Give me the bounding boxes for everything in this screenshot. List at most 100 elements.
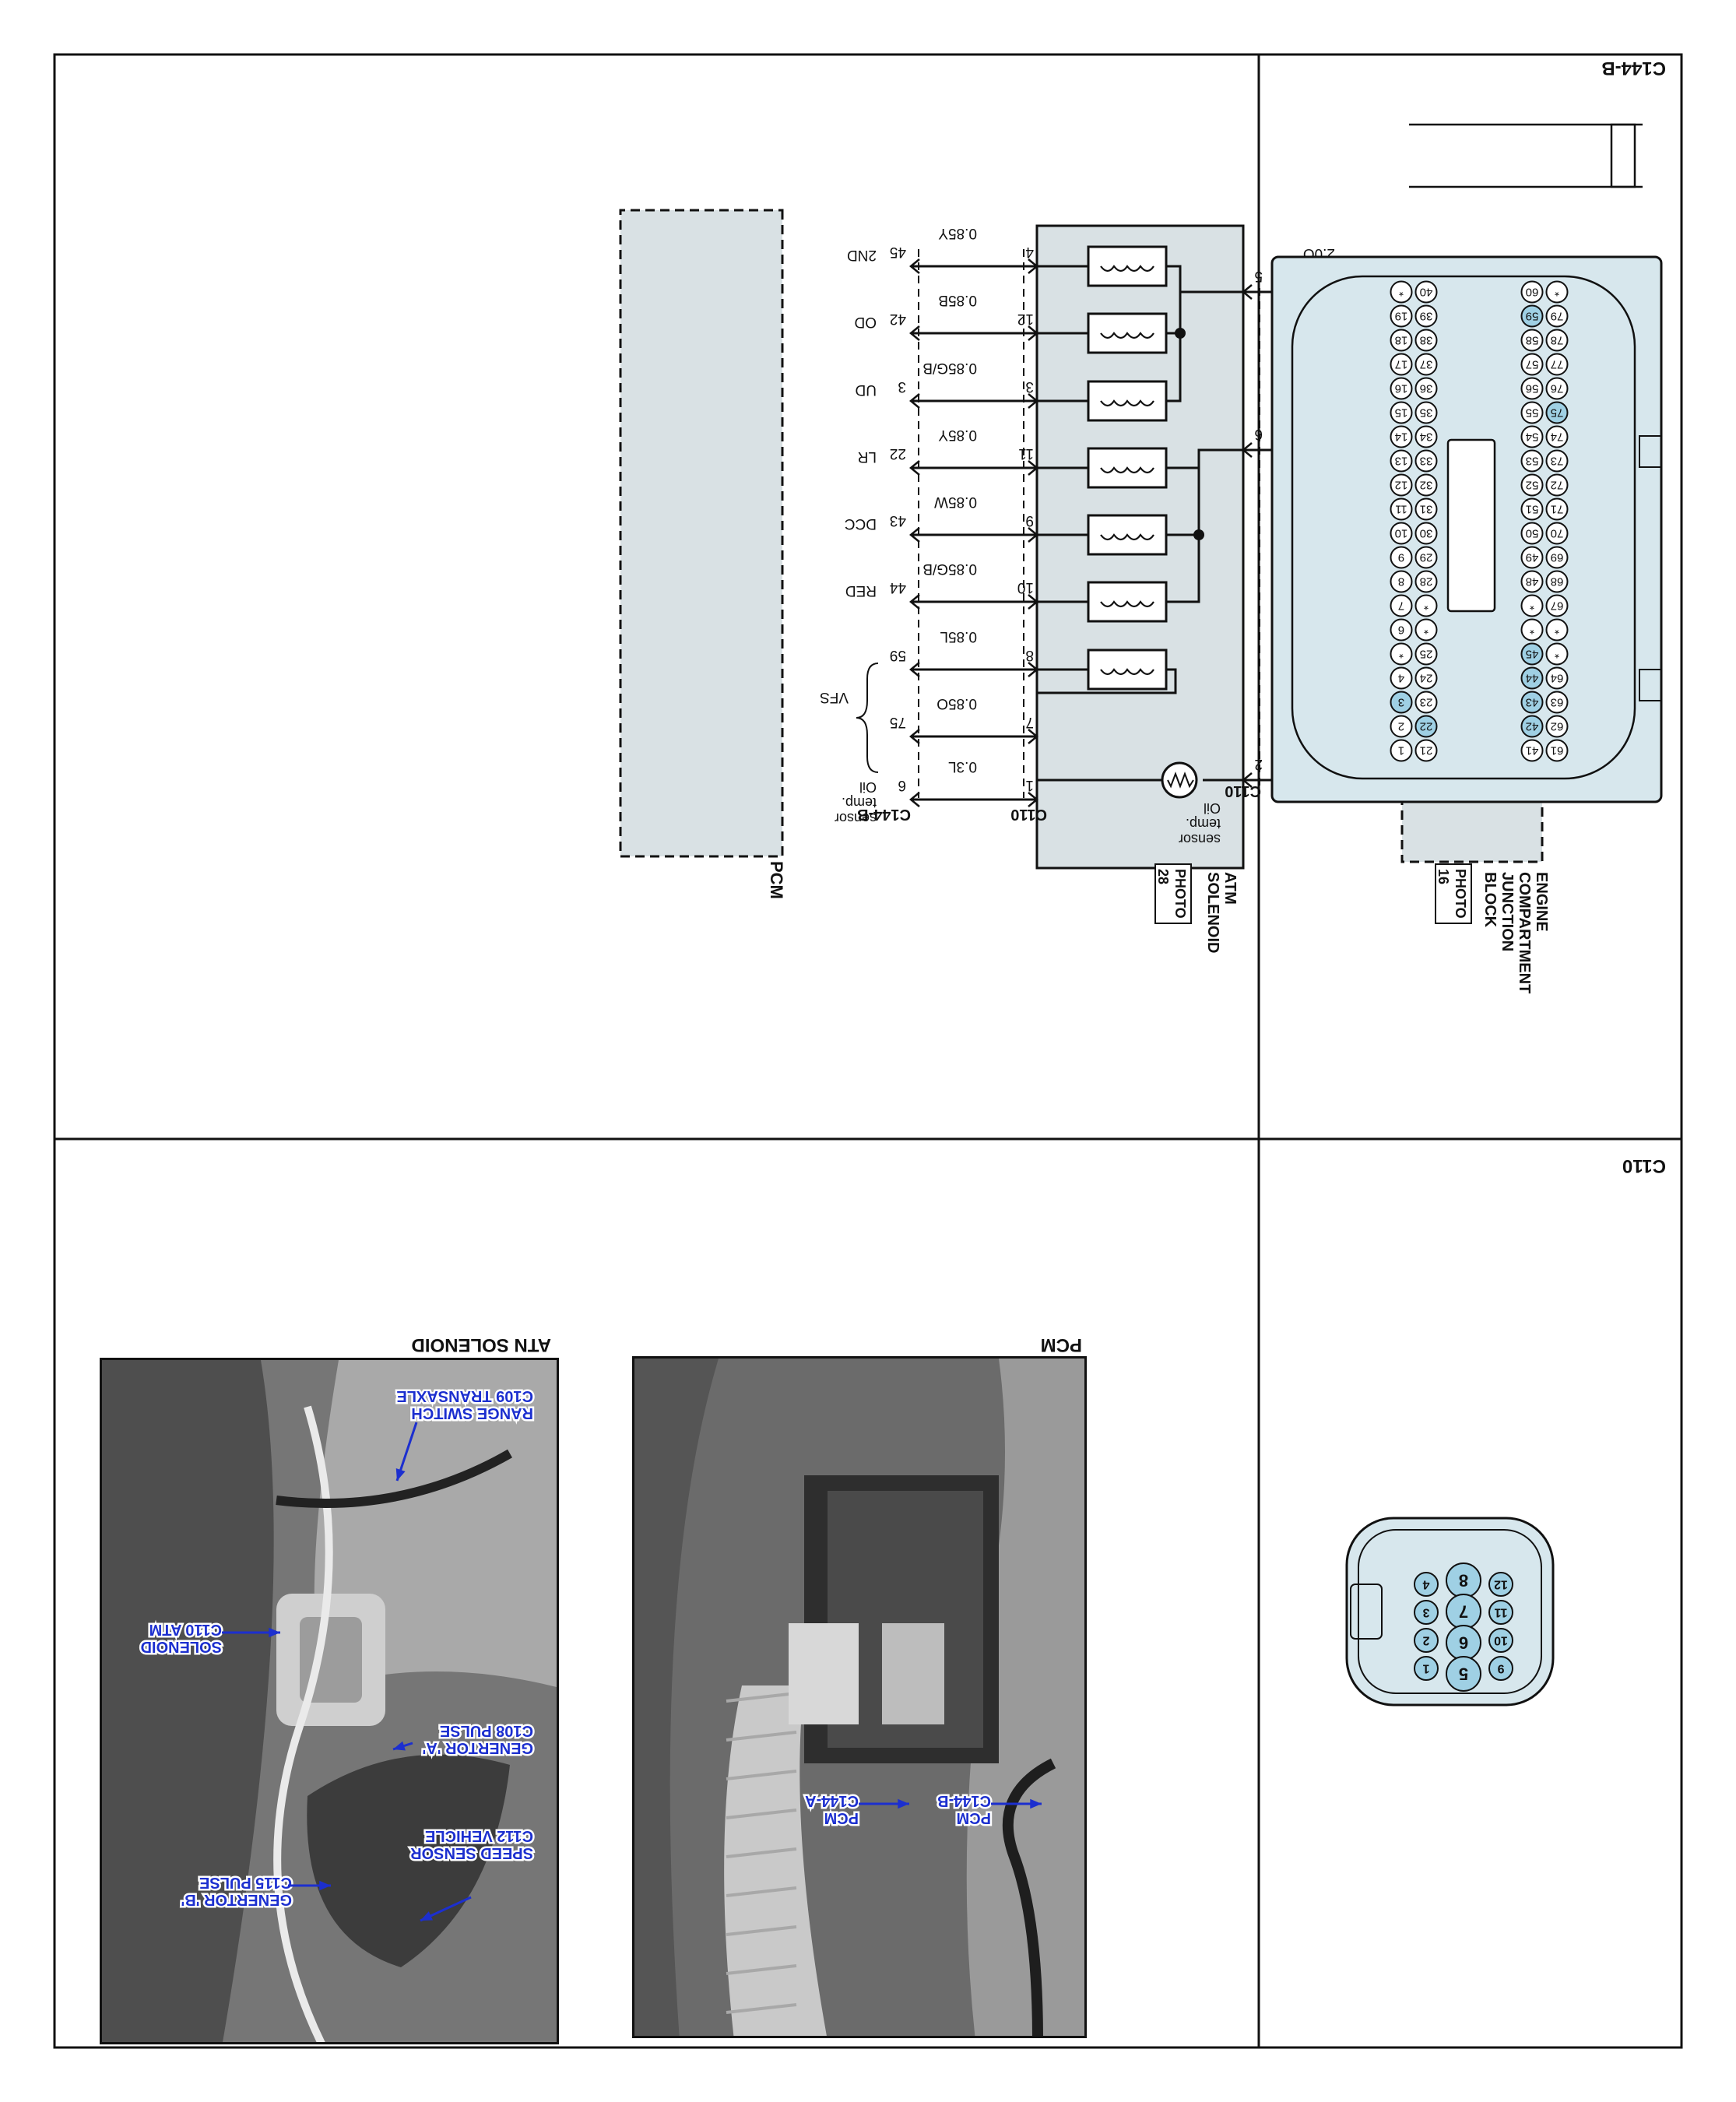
c144b-pin-label: 54 <box>1526 431 1539 444</box>
c144b-pin-cavity <box>1390 715 1413 738</box>
photo-hose-rib <box>726 1925 797 1936</box>
c144b-pin-cavity <box>1520 401 1544 424</box>
c144b-pin-cavity <box>1390 691 1413 714</box>
c144b-pin-cavity <box>1414 425 1438 448</box>
c144b-pin-cavity <box>1545 691 1569 714</box>
photo-hose-rib <box>726 1692 797 1703</box>
c144b-pin-cavity <box>1520 522 1544 545</box>
c144b-pin-label: * <box>1399 286 1404 299</box>
c110-face <box>1358 1529 1542 1694</box>
photo-transaxle-case <box>307 1754 510 1967</box>
pcm-sensor-label: Oil <box>859 779 877 795</box>
c144b-terminal <box>909 393 920 409</box>
c144b-pin-label: * <box>1424 599 1429 613</box>
c144b-pin-label: 57 <box>1526 358 1539 371</box>
atm-callout-c109-text: C109 TRANSAXLE <box>396 1387 533 1404</box>
c144b-pin-label: 7 <box>1398 599 1404 613</box>
latch-rails <box>1409 123 1643 188</box>
c144b-pin-label: 53 <box>1526 455 1539 468</box>
vfs-brace <box>856 663 879 773</box>
c144b-pin-cavity <box>1390 353 1413 376</box>
c110-pin-label: 5 <box>1459 1664 1468 1684</box>
c110-pin-cavity <box>1414 1628 1439 1653</box>
c144b-pin-label: 33 <box>1420 455 1433 468</box>
c144b-pin-label: * <box>1555 624 1559 637</box>
c144b-pin-label: 28 <box>1420 575 1433 589</box>
c144b-pin-label: 18 <box>1395 334 1408 347</box>
c110-pin-label: 3 <box>1422 1606 1429 1619</box>
c144b-pin-cavity <box>1545 642 1569 666</box>
c110-latch <box>1350 1584 1383 1640</box>
atm-callout-c112-text: C112 VEHICLE <box>425 1827 533 1844</box>
c144b-pin-label: 1 <box>1398 744 1404 757</box>
c110-bottom-label: C110 <box>1010 806 1047 823</box>
c144b-terminal <box>909 258 920 274</box>
c144b-pin-label: * <box>1530 599 1534 613</box>
atm-callout-c108-text: C108 PULSE <box>440 1722 533 1739</box>
atm-callout-c108-text: GENERTOR 'A' <box>423 1739 534 1756</box>
c144b-terminal <box>909 662 920 677</box>
vfs-return <box>1037 668 1177 694</box>
c110-bottom-pin-number: 8 <box>1025 647 1034 663</box>
pcm-title: PCM <box>767 861 786 899</box>
c144b-pin-cavity <box>1390 618 1413 641</box>
coil-common-1e <box>1166 333 1182 402</box>
c144b-pin-number: 43 <box>890 512 906 529</box>
vfs-label: VFS <box>820 689 849 705</box>
c110-pin-label: 8 <box>1459 1571 1468 1591</box>
c110-view-title: C110 <box>1622 1155 1666 1176</box>
photo-hood-panel <box>966 1359 1084 2038</box>
c144b-pin-label: 3 <box>1398 696 1404 709</box>
c110-pin-label: 6 <box>1459 1633 1468 1653</box>
signal-wire-color: 0.85B <box>938 292 977 308</box>
photo-wire-harness <box>1002 1758 1056 2038</box>
c144b-pin-cavity <box>1390 329 1413 352</box>
c144b-pin-label: 43 <box>1526 696 1539 709</box>
c110-bottom-terminal <box>1028 729 1038 744</box>
c110-pin-cavity <box>1488 1600 1513 1625</box>
coil-winding <box>1100 399 1154 407</box>
signal-wire-color: 0.85Y <box>938 225 977 241</box>
coil-common-1 <box>1166 265 1243 294</box>
c110-bottom-pin-number: 3 <box>1025 378 1034 395</box>
c144b-pin-cavity <box>1520 618 1544 641</box>
c144b-pin-label: 21 <box>1420 744 1433 757</box>
pcm-callout-c144b-arrowhead <box>1030 1798 1042 1809</box>
c144b-pin-label: * <box>1424 624 1429 637</box>
c144b-pin-label: 58 <box>1526 334 1539 347</box>
c144b-pin-label: 73 <box>1551 455 1564 468</box>
c110-bottom-terminal <box>1028 662 1038 677</box>
c110-bottom-pin-number: 7 <box>1025 714 1034 730</box>
junction-block-title: COMPARTMENT <box>1516 872 1533 993</box>
signal-wire-color: 0.85G/B <box>922 360 977 376</box>
photo-connector-a <box>789 1623 859 1724</box>
pcm-box <box>619 209 784 858</box>
c144b-pin-label: 60 <box>1526 286 1539 299</box>
atm-callout-c115-text: C115 PULSE <box>199 1874 292 1891</box>
c144b-pin-cavity <box>1520 449 1544 473</box>
c144b-pin-label: 35 <box>1420 406 1433 420</box>
c144b-pin-cavity <box>1520 546 1544 569</box>
c144b-pin-label: 49 <box>1526 551 1539 564</box>
c144b-pin-cavity <box>1520 594 1544 617</box>
c144b-pin-label: 17 <box>1395 358 1408 371</box>
c144b-pin-label: 22 <box>1420 720 1433 733</box>
c144b-pin-cavity <box>1545 570 1569 593</box>
c144b-pin-label: * <box>1530 624 1534 637</box>
c144b-pin-label: 77 <box>1551 358 1564 371</box>
c144b-pin-label: * <box>1555 286 1559 299</box>
c144b-pin-label: 24 <box>1420 672 1433 685</box>
c144b-pin-cavity <box>1414 304 1438 328</box>
c144b-pin-label: 9 <box>1398 551 1404 564</box>
c110-pin-cavity <box>1414 1572 1439 1597</box>
photo-lower-area <box>632 1359 719 2038</box>
c110-pin-label: 1 <box>1422 1662 1429 1675</box>
c144b-pin-label: 4 <box>1398 672 1404 685</box>
atm-photo-ref: PHOTO <box>1172 869 1188 919</box>
atm-callout-c115-arrowhead <box>319 1880 331 1891</box>
c144b-pin-cavity <box>1520 715 1544 738</box>
c144b-pin-cavity <box>1520 280 1544 304</box>
